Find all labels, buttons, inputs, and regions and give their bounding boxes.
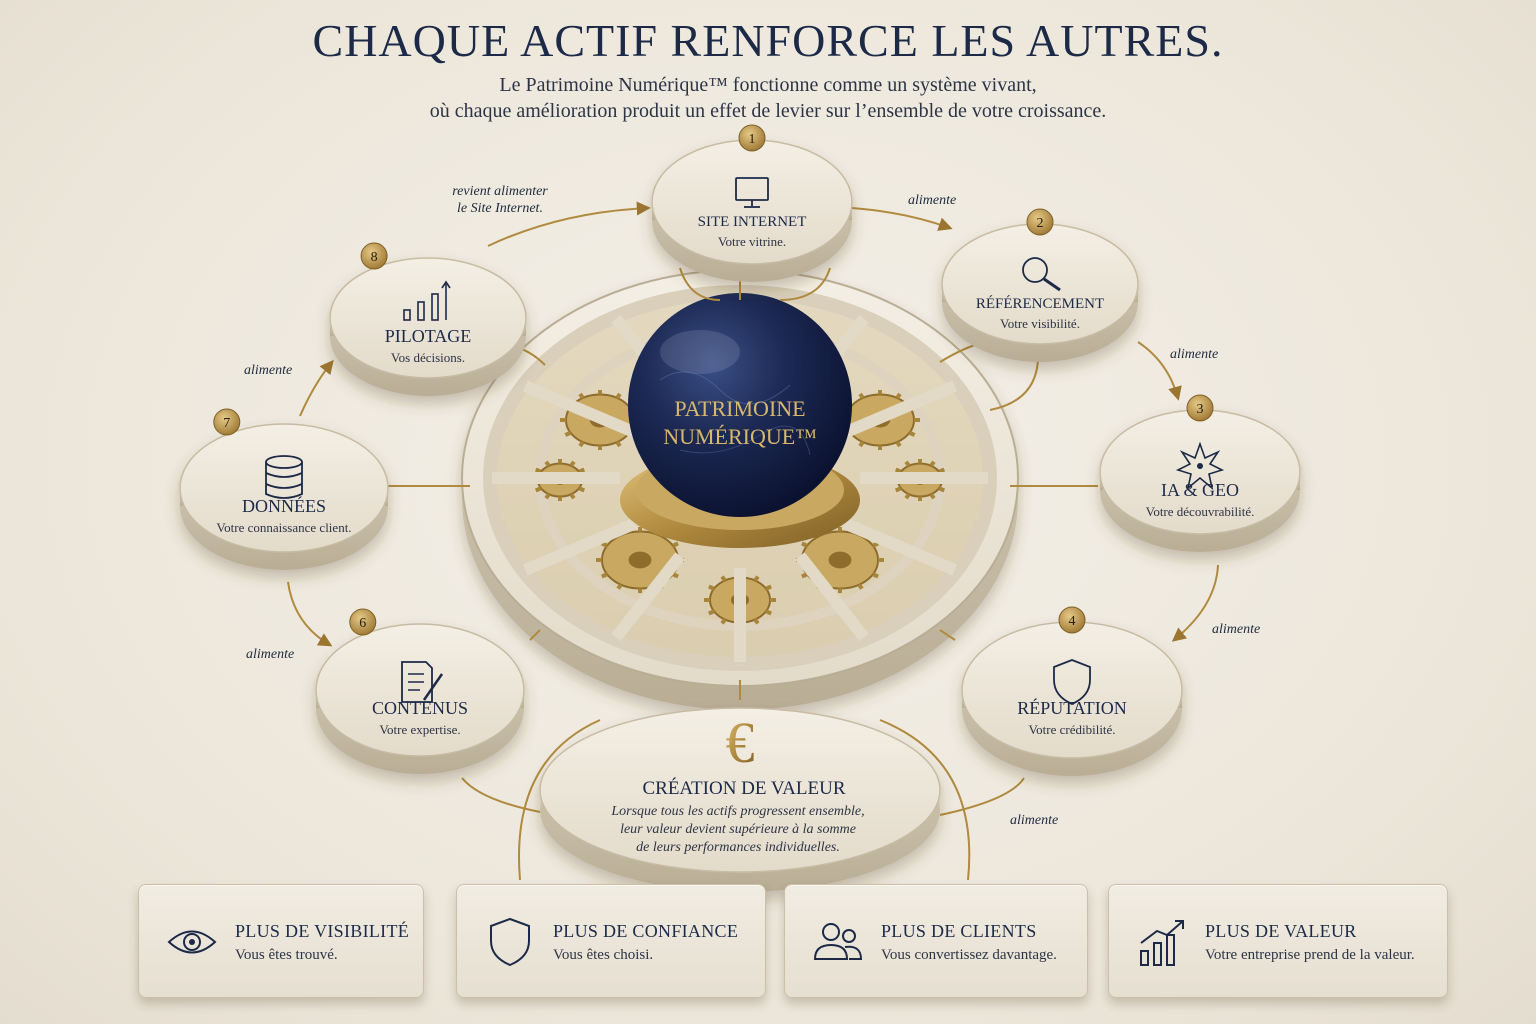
page-title: CHAQUE ACTIF RENFORCE LES AUTRES. (312, 15, 1224, 66)
node-number: 1 (749, 132, 756, 147)
node-number: 3 (1197, 402, 1204, 417)
benefit-card-visibility: PLUS DE VISIBILITÉ Vous êtes trouvé. (138, 884, 424, 998)
node-subtitle: Votre découvrabilité. (1146, 504, 1255, 519)
spoke (795, 552, 869, 642)
value-node (539, 707, 941, 892)
central-sphere: PATRIMOINE NUMÉRIQUE™ (628, 293, 852, 517)
node-number-badge: 1 (738, 124, 766, 152)
node-number-badge: 8 (360, 242, 388, 270)
node-number-badge: 6 (349, 608, 377, 636)
node-subtitle: Votre expertise. (379, 722, 460, 737)
page-subtitle: Le Patrimoine Numérique™ fonctionne comm… (0, 72, 1536, 124)
monitor-icon (735, 177, 769, 208)
flow-label-6: alimente (244, 363, 292, 378)
center-label-line1: PATRIMOINE (674, 396, 805, 421)
spark-icon (1175, 441, 1225, 491)
node-number-badge: 7 (213, 408, 241, 436)
flow-label-2: alimente (1170, 347, 1218, 362)
value-node-desc-line3: de leurs performances individuelles. (636, 840, 840, 855)
spoke (611, 552, 685, 642)
subtitle-line-2: où chaque amélioration produit un effet … (429, 100, 1107, 122)
node-subtitle: Votre crédibilité. (1028, 722, 1115, 737)
card-subtitle: Votre entreprise prend de la valeur. (1205, 947, 1415, 963)
shield-icon (1053, 659, 1091, 705)
node-subtitle: Votre visibilité. (1000, 316, 1080, 331)
flow-connectors (287, 201, 1219, 881)
svg-text:€: € (726, 710, 755, 775)
asset-node-3: 3 IA & GEO Votre découvrabilité. (1099, 394, 1301, 552)
node-number-badge: 2 (1026, 208, 1054, 236)
bar-chart-icon (403, 280, 451, 321)
flow-label-3: alimente (1212, 622, 1260, 637)
benefit-card-clients: PLUS DE CLIENTS Vous convertissez davant… (784, 884, 1088, 998)
node-number-badge: 4 (1058, 606, 1086, 634)
node-number: 6 (359, 616, 366, 631)
flow-labels: alimente alimente alimente alimente alim… (244, 184, 1260, 828)
flow-label-back-line2: le Site Internet. (457, 201, 543, 216)
node-subtitle: Votre vitrine. (718, 234, 786, 249)
magnifier-icon (1022, 257, 1061, 292)
database-icon (265, 455, 303, 499)
euro-icon: € (726, 710, 755, 775)
flow-label-5: alimente (246, 647, 294, 662)
card-title: PLUS DE VISIBILITÉ (235, 921, 410, 941)
node-number: 2 (1037, 216, 1044, 231)
node-subtitle: Votre connaissance client. (216, 520, 351, 535)
node-title: PILOTAGE (385, 326, 472, 346)
benefit-card-value: PLUS DE VALEUR Votre entreprise prend de… (1108, 884, 1448, 998)
card-subtitle: Vous convertissez davantage. (881, 947, 1057, 963)
value-node-desc-line1: Lorsque tous les actifs progressent ense… (610, 804, 864, 819)
growth-chart-icon (1140, 920, 1184, 966)
flow-label-back-line1: revient alimenter (452, 184, 548, 199)
node-number-badge: 3 (1186, 394, 1214, 422)
node-title: CONTENUS (372, 698, 468, 718)
spoke (522, 380, 639, 439)
value-node-title: CRÉATION DE VALEUR (642, 777, 845, 799)
eye-icon (167, 930, 217, 954)
node-title: DONNÉES (242, 495, 326, 516)
spoke (841, 380, 958, 439)
document-pen-icon (401, 661, 444, 703)
benefit-card-trust: PLUS DE CONFIANCE Vous êtes choisi. (456, 884, 766, 998)
shield-icon (490, 917, 530, 967)
card-title: PLUS DE VALEUR (1205, 921, 1357, 941)
subtitle-line-1: Le Patrimoine Numérique™ fonctionne comm… (499, 74, 1037, 96)
node-number: 4 (1069, 614, 1076, 629)
node-title: SITE INTERNET (698, 214, 807, 230)
users-icon (813, 923, 863, 960)
spoke (522, 517, 639, 576)
node-subtitle: Vos décisions. (391, 350, 465, 365)
value-node-desc-line2: leur valeur devient supérieure à la somm… (620, 822, 856, 837)
node-number: 8 (371, 250, 378, 265)
card-subtitle: Vous êtes trouvé. (235, 947, 338, 963)
card-title: PLUS DE CONFIANCE (553, 921, 739, 941)
card-title: PLUS DE CLIENTS (881, 921, 1037, 941)
card-subtitle: Vous êtes choisi. (553, 947, 654, 963)
flow-label-1: alimente (908, 193, 956, 208)
node-number: 7 (223, 416, 230, 431)
node-title: IA & GEO (1161, 480, 1239, 500)
spoke (841, 517, 958, 576)
flow-label-4: alimente (1010, 813, 1058, 828)
node-title: RÉFÉRENCEMENT (976, 295, 1104, 312)
node-title: RÉPUTATION (1017, 697, 1127, 718)
gear-mechanism (532, 390, 948, 627)
center-label-line2: NUMÉRIQUE™ (663, 424, 817, 449)
